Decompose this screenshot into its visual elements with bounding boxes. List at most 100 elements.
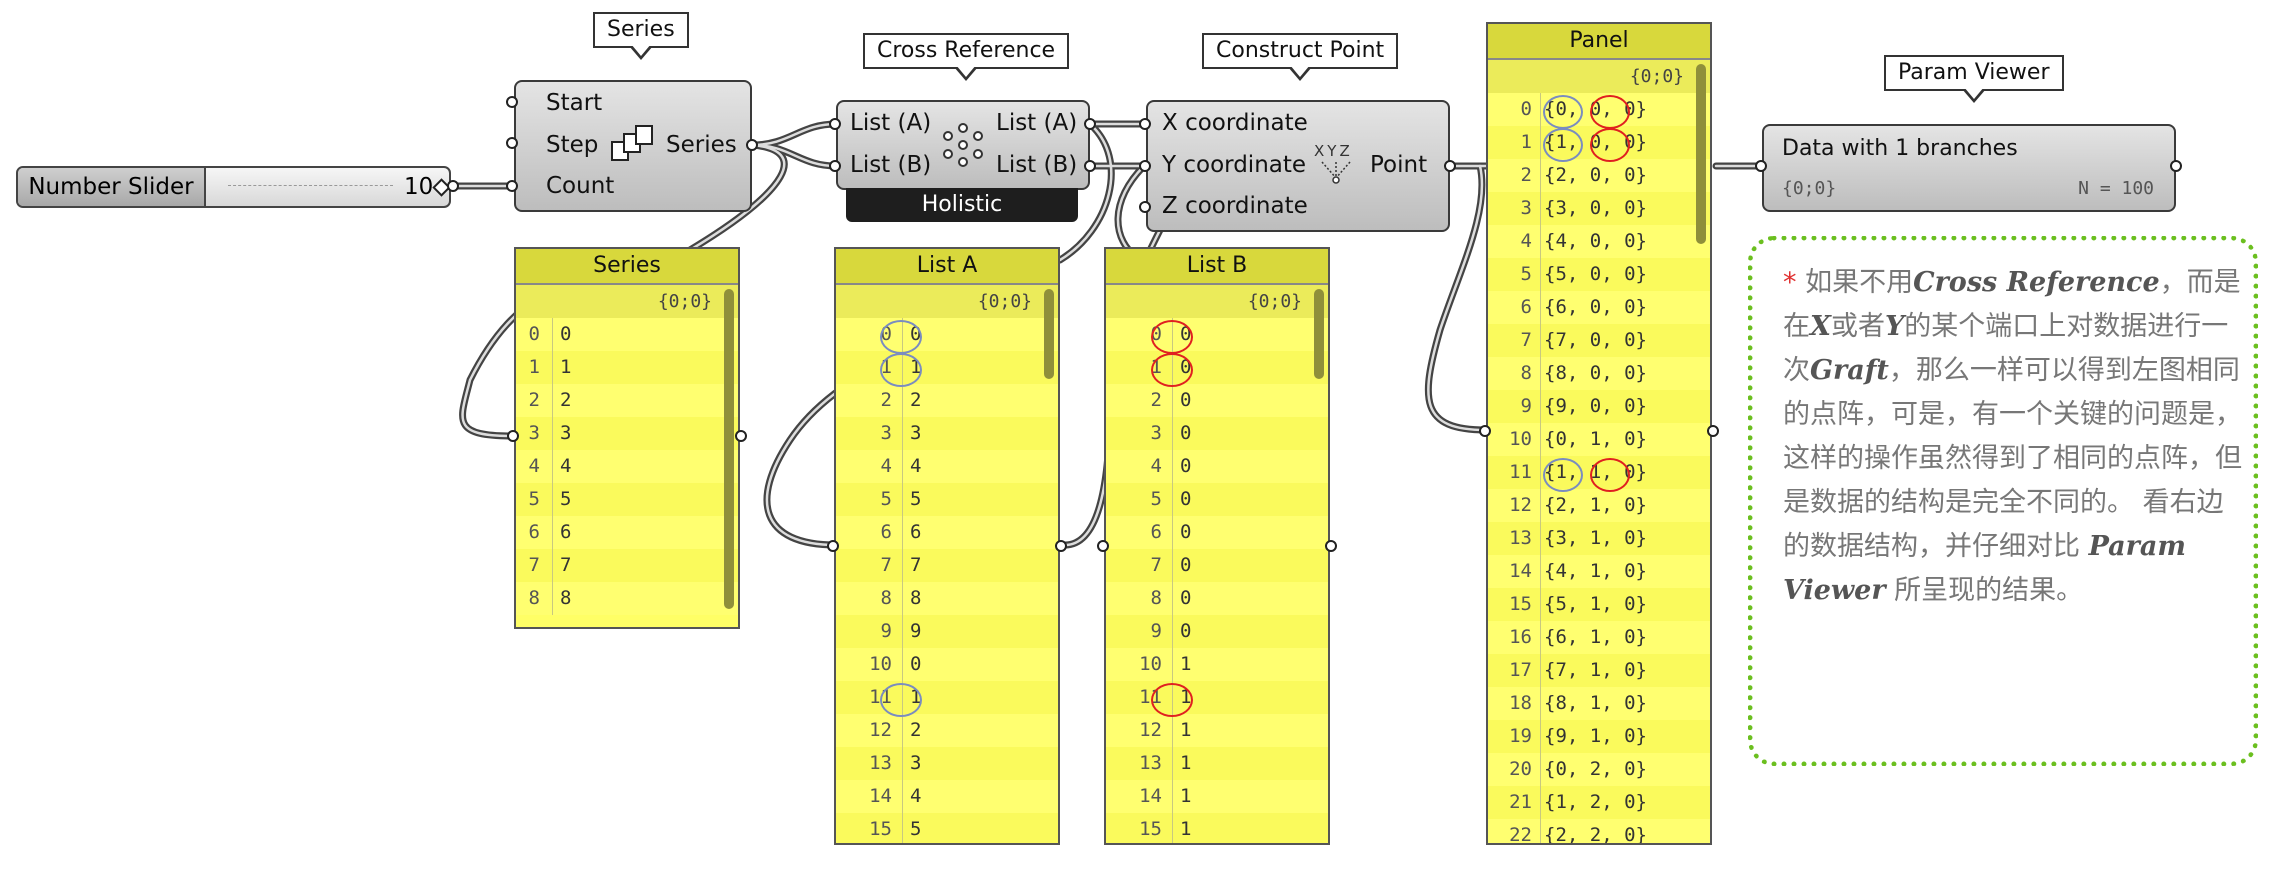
series-output-port[interactable] <box>746 139 758 151</box>
list-b-panel-output-port[interactable] <box>1325 540 1337 552</box>
xref-input-b-port[interactable] <box>829 160 841 172</box>
points-panel-output-port[interactable] <box>1707 425 1719 437</box>
row-value: 0 <box>1180 521 1192 543</box>
points-row: 14{4, 1, 0} <box>1488 555 1710 588</box>
row-value: 0 <box>560 323 572 345</box>
row-value: 0 <box>1180 620 1192 642</box>
list-a-panel-scrollbar[interactable] <box>1044 289 1054 379</box>
series-start-input-label: Start <box>546 90 603 116</box>
row-value: 0 <box>1180 587 1192 609</box>
row-separator <box>552 351 553 384</box>
row-index: 1 <box>528 356 540 378</box>
row-separator <box>1172 384 1173 417</box>
slider-output-port[interactable] <box>447 180 459 192</box>
construct-point-x-port[interactable] <box>1139 118 1151 130</box>
row-value: {2, 2, 0} <box>1544 824 1647 845</box>
series-panel-input-port[interactable] <box>507 430 519 442</box>
param-viewer-output-port[interactable] <box>2170 160 2182 172</box>
series-panel-path: {0;0} <box>516 285 738 318</box>
construct-point-y-label: Y coordinate <box>1162 152 1307 178</box>
construct-point-output-port[interactable] <box>1444 160 1456 172</box>
row-index: 7 <box>1520 329 1532 351</box>
construct-point-component[interactable]: X coordinate Y coordinate Z coordinate X… <box>1146 100 1450 232</box>
row-value: 0 <box>1180 488 1192 510</box>
row-separator <box>1172 714 1173 747</box>
row-index: 15 <box>869 818 892 840</box>
points-row: 9{9, 0, 0} <box>1488 390 1710 423</box>
row-separator <box>1172 417 1173 450</box>
series-step-port[interactable] <box>506 137 518 149</box>
row-index: 9 <box>880 620 892 642</box>
series-panel-scrollbar[interactable] <box>724 289 734 609</box>
series-step-input-label: Step <box>546 132 599 158</box>
row-value: {3, 0, 0} <box>1544 197 1647 219</box>
list-b-panel-scrollbar[interactable] <box>1314 289 1324 379</box>
number-slider[interactable]: Number Slider 10 <box>16 166 451 208</box>
xyz-icon: XYZ <box>1314 142 1353 160</box>
list-a-panel-input-port[interactable] <box>827 540 839 552</box>
row-index: 17 <box>1509 659 1532 681</box>
param-viewer-title: Data with 1 branches <box>1782 136 2018 161</box>
row-index: 5 <box>1520 263 1532 285</box>
row-value: 8 <box>910 587 922 609</box>
row-value: 1 <box>1180 785 1192 807</box>
row-value: 2 <box>910 719 922 741</box>
construct-point-x-label: X coordinate <box>1162 110 1308 136</box>
series-component[interactable]: Start Step Count Series <box>514 80 752 212</box>
row-separator <box>1172 615 1173 648</box>
series-start-port[interactable] <box>506 96 518 108</box>
row-index: 14 <box>1509 560 1532 582</box>
construct-point-z-port[interactable] <box>1139 201 1151 213</box>
param-viewer-component[interactable]: Data with 1 branches {0;0} N = 100 <box>1762 124 2176 212</box>
note-text-3: 或者 <box>1830 311 1885 342</box>
row-index: 0 <box>1520 98 1532 120</box>
highlight-circle-point-11-x <box>1543 458 1583 492</box>
list-b-panel-input-port[interactable] <box>1097 540 1109 552</box>
note-term-param-viewer: Param Viewer <box>1783 531 2186 606</box>
row-value: {2, 0, 0} <box>1544 164 1647 186</box>
cross-reference-component[interactable]: List (A) List (B) List (A) List (B) <box>836 100 1090 190</box>
slider-track[interactable] <box>228 185 393 186</box>
row-index: 10 <box>869 653 892 675</box>
row-index: 14 <box>1139 785 1162 807</box>
list-b-panel-path: {0;0} <box>1106 285 1328 318</box>
series-count-port[interactable] <box>506 180 518 192</box>
points-row: 22{2, 2, 0} <box>1488 819 1710 845</box>
row-index: 3 <box>1150 422 1162 444</box>
points-panel[interactable]: Panel {0;0} 0{0, 0, 0}1{1, 0, 0}2{2, 0, … <box>1486 22 1712 845</box>
row-value: {8, 1, 0} <box>1544 692 1647 714</box>
list-b-row: 14 1 <box>1106 780 1328 813</box>
series-panel-output-port[interactable] <box>735 430 747 442</box>
list-a-panel-output-port[interactable] <box>1055 540 1067 552</box>
construct-point-y-port[interactable] <box>1139 160 1151 172</box>
row-index: 3 <box>528 422 540 444</box>
highlight-circle-lista-11 <box>880 683 922 717</box>
row-separator <box>1172 648 1173 681</box>
xref-output-a-port[interactable] <box>1084 118 1096 130</box>
points-panel-input-port[interactable] <box>1479 425 1491 437</box>
points-row: 12{2, 1, 0} <box>1488 489 1710 522</box>
row-index: 18 <box>1509 692 1532 714</box>
row-separator <box>1172 582 1173 615</box>
xref-output-b-port[interactable] <box>1084 160 1096 172</box>
param-viewer-input-port[interactable] <box>1755 160 1767 172</box>
row-value: {3, 1, 0} <box>1544 527 1647 549</box>
points-panel-scrollbar[interactable] <box>1696 64 1706 244</box>
construct-point-z-label: Z coordinate <box>1162 193 1308 219</box>
row-separator <box>1540 456 1541 489</box>
row-index: 19 <box>1509 725 1532 747</box>
row-value: 4 <box>910 785 922 807</box>
xref-input-a-port[interactable] <box>829 118 841 130</box>
